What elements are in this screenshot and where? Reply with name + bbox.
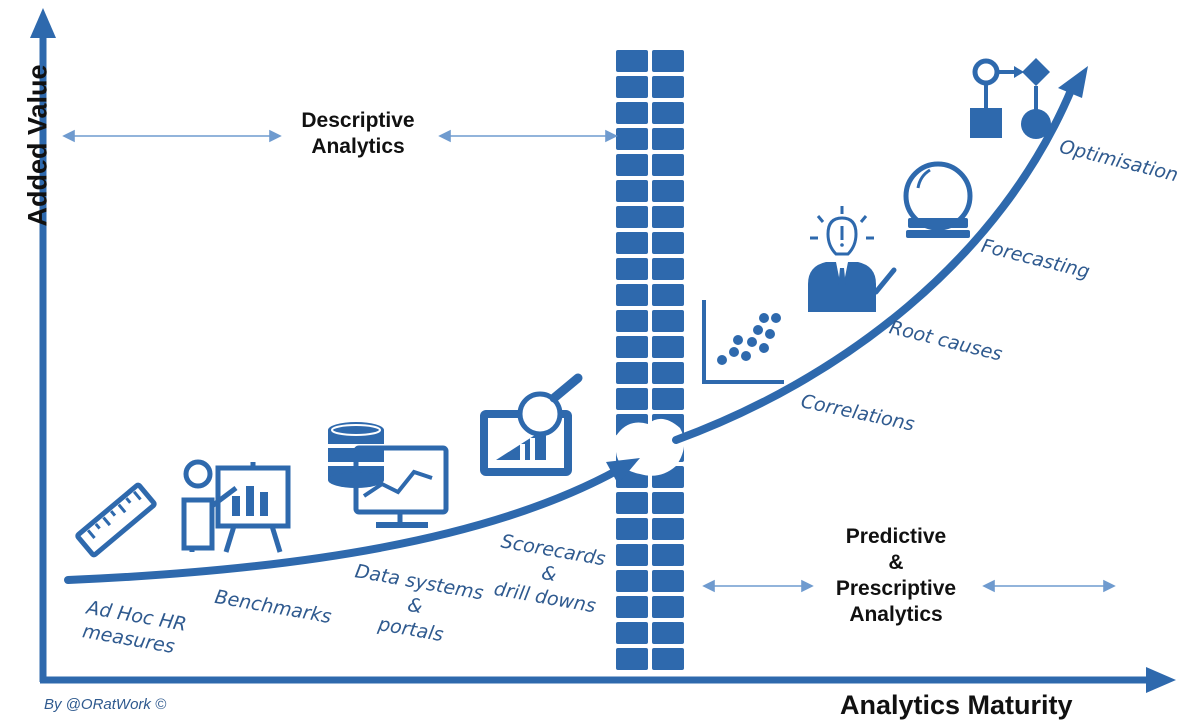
predictive-heading-line-4: Analytics [849,603,943,626]
crystal-ball-icon [903,161,973,238]
descriptive-heading-line-2: Analytics [311,135,405,158]
database-monitor-icon [328,422,449,528]
descriptive-span-arrows [62,129,618,143]
predictive-analytics-heading: Predictive & Prescriptive Analytics [800,524,992,628]
presenter-icon [181,459,291,553]
predictive-heading-line-1: Predictive [845,525,947,548]
predictive-span-arrows [702,579,1116,593]
growth-curve [64,66,1088,584]
scatter-plot-icon [702,300,784,384]
author-credit: By @ORatWork © [44,696,167,713]
predictive-heading-line-3: Prescriptive [835,577,957,600]
descriptive-analytics-heading: Descriptive Analytics [276,108,440,160]
ruler-icon [75,482,157,558]
descriptive-heading-line-1: Descriptive [301,109,415,132]
idea-person-icon [808,206,897,312]
flowchart-icon [970,58,1051,139]
x-axis [40,667,1176,693]
x-axis-title: Analytics Maturity [840,690,1073,720]
y-axis [30,8,56,682]
y-axis-title: Added Value [22,64,53,227]
magnifier-chart-icon [480,373,583,476]
brick-wall [614,48,686,674]
predictive-heading-line-2: & [888,551,904,574]
